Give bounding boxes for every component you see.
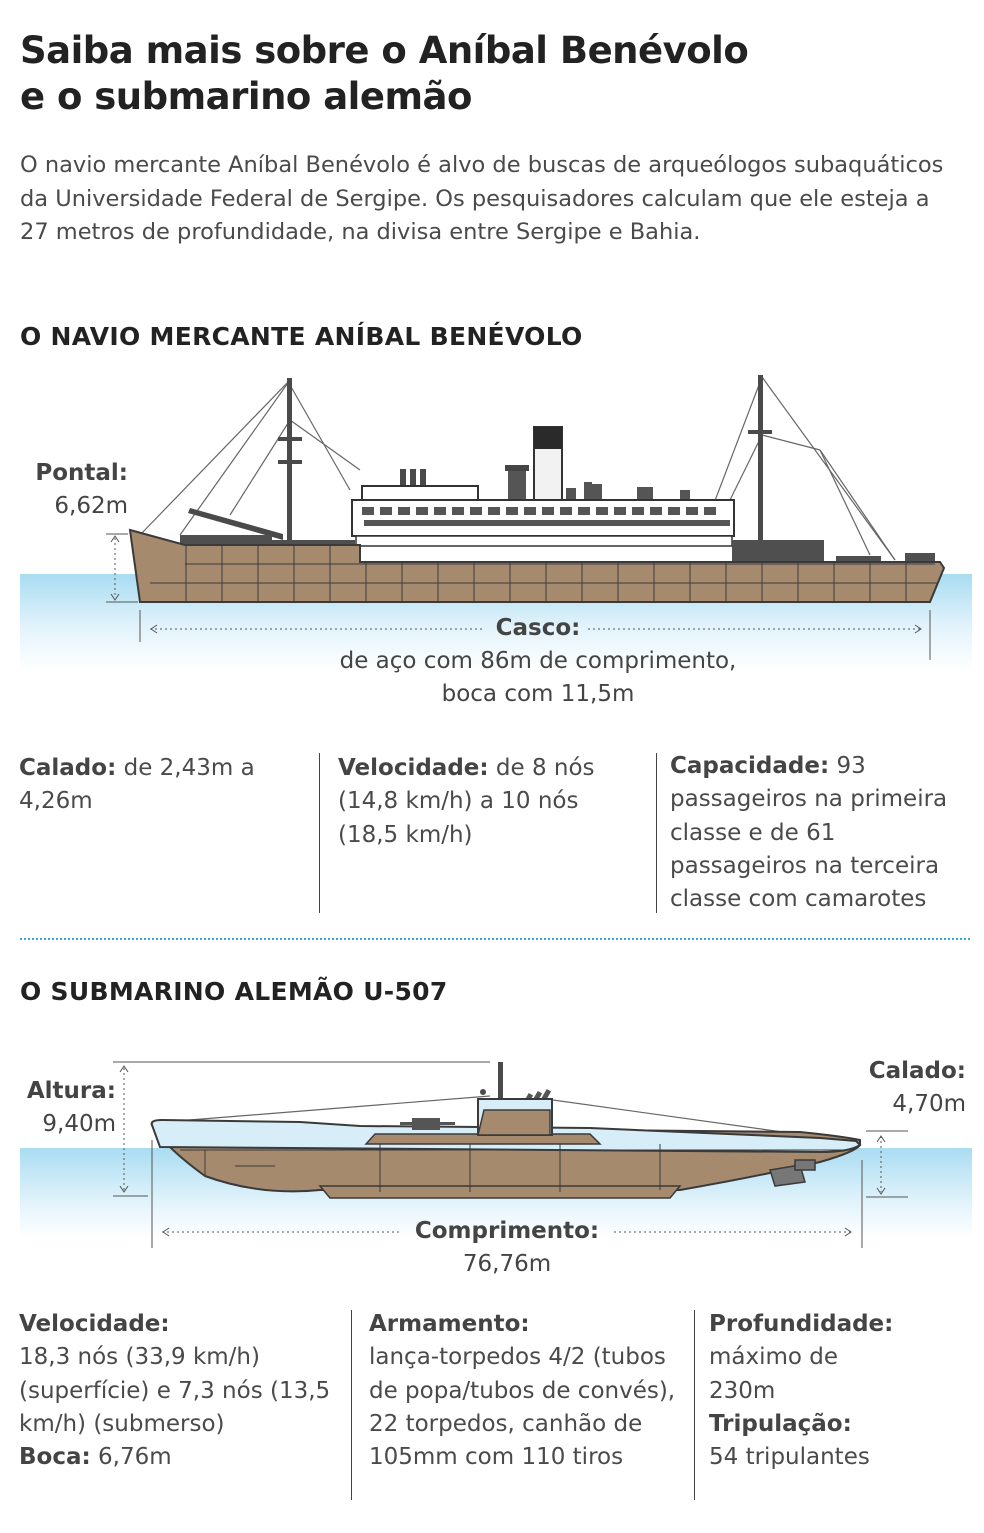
velocidade-label: Velocidade: (19, 1311, 170, 1337)
pontal-label: Pontal: (35, 460, 128, 486)
sub-heading: O SUBMARINO ALEMÃO U-507 (20, 977, 448, 1006)
comprimento-value: 76,76m (462, 1251, 552, 1277)
profundidade-label: Profundidade: (709, 1311, 894, 1337)
divider (351, 1310, 352, 1500)
cabin-windows (362, 507, 730, 526)
profundidade-text: máximo de 230m (709, 1344, 839, 1404)
ship-stat-text: de 2,43m a 4,26m (19, 755, 255, 815)
velocidade-text: 18,3 nós (33,9 km/h) (superfície) e 7,3 … (19, 1344, 331, 1437)
title-line-1: Saiba mais sobre o Aníbal Benévolo (20, 29, 749, 72)
ship-stat-text: 93 passageiros na primeira classe e de 6… (670, 753, 948, 913)
ship-stat-text: de 8 nós (14,8 km/h) a 10 nós (18,5 km/h… (338, 755, 595, 848)
casco-dimension (139, 610, 931, 660)
superstructure (361, 485, 479, 501)
ship-stat-velocidade: Velocidade: de 8 nós (14,8 km/h) a 10 nó… (338, 752, 638, 852)
tripulacao-label: Tripulação: (709, 1410, 852, 1437)
boca-text: 6,76m (98, 1444, 172, 1471)
tripulacao-text: 54 tripulantes (709, 1444, 870, 1471)
ship-stat-capacidade: Capacidade: 93 passageiros na primeira c… (670, 750, 970, 916)
sub-stat-col-1: Velocidade: 18,3 nós (33,9 km/h) (superf… (19, 1308, 334, 1474)
calado-value: 4,70m (892, 1091, 966, 1117)
comprimento-annotation: Comprimento: 76,76m (380, 1215, 634, 1281)
ship-heading: O NAVIO MERCANTE ANÍBAL BENÉVOLO (20, 322, 583, 351)
altura-annotation: Altura: 9,40m (14, 1075, 116, 1141)
comprimento-label: Comprimento: (414, 1218, 600, 1244)
calado-annotation: Calado: 4,70m (856, 1055, 966, 1121)
periscope (498, 1062, 503, 1100)
altura-label: Altura: (26, 1078, 116, 1104)
sub-stat-col-2: Armamento: lança-torpedos 4/2 (tubos de … (369, 1308, 691, 1474)
aft-mast (758, 375, 763, 545)
divider (319, 753, 320, 913)
ship-stat-label: Calado: (19, 755, 117, 781)
casco-label: Casco: (495, 615, 581, 641)
pontal-value: 6,62m (54, 493, 128, 519)
ship-stat-calado: Calado: de 2,43m a 4,26m (19, 752, 304, 819)
ship-hull (128, 528, 946, 603)
divider (656, 753, 657, 913)
submarine-illustration (20, 1061, 972, 1248)
section-divider (20, 938, 970, 940)
hull-plates (150, 545, 937, 602)
armamento-label: Armamento: (369, 1311, 530, 1337)
ship-stat-label: Capacidade: (670, 753, 830, 779)
divider (694, 1310, 695, 1500)
intro-paragraph: O navio mercante Aníbal Benévolo é alvo … (20, 152, 944, 245)
casco-line-1: de aço com 86m de comprimento, (339, 648, 737, 674)
stern-gear (769, 1159, 816, 1187)
title-line-2: e o submarino alemão (20, 75, 472, 118)
calado-dimension (866, 1130, 908, 1198)
ship-stat-label: Velocidade: (338, 755, 489, 781)
page-title: Saiba mais sobre o Aníbal Benévolo e o s… (20, 28, 950, 120)
pontal-annotation: Pontal: 6,62m (20, 457, 128, 523)
boca-label: Boca: (19, 1444, 91, 1471)
armamento-text: lança-torpedos 4/2 (tubos de popa/tubos … (369, 1344, 676, 1471)
pontal-dimension (106, 533, 138, 603)
casco-annotation: Casco: de aço com 86m de comprimento, bo… (260, 612, 816, 711)
sub-stat-col-3: Profundidade: máximo de 230m Tripulação:… (709, 1308, 909, 1474)
calado-label: Calado: (868, 1058, 966, 1084)
altura-value: 9,40m (42, 1111, 116, 1137)
ship-illustration (20, 375, 972, 670)
altura-dimension (113, 1061, 490, 1197)
comprimento-dimension (151, 1140, 863, 1248)
casco-line-2: boca com 11,5m (441, 681, 635, 707)
